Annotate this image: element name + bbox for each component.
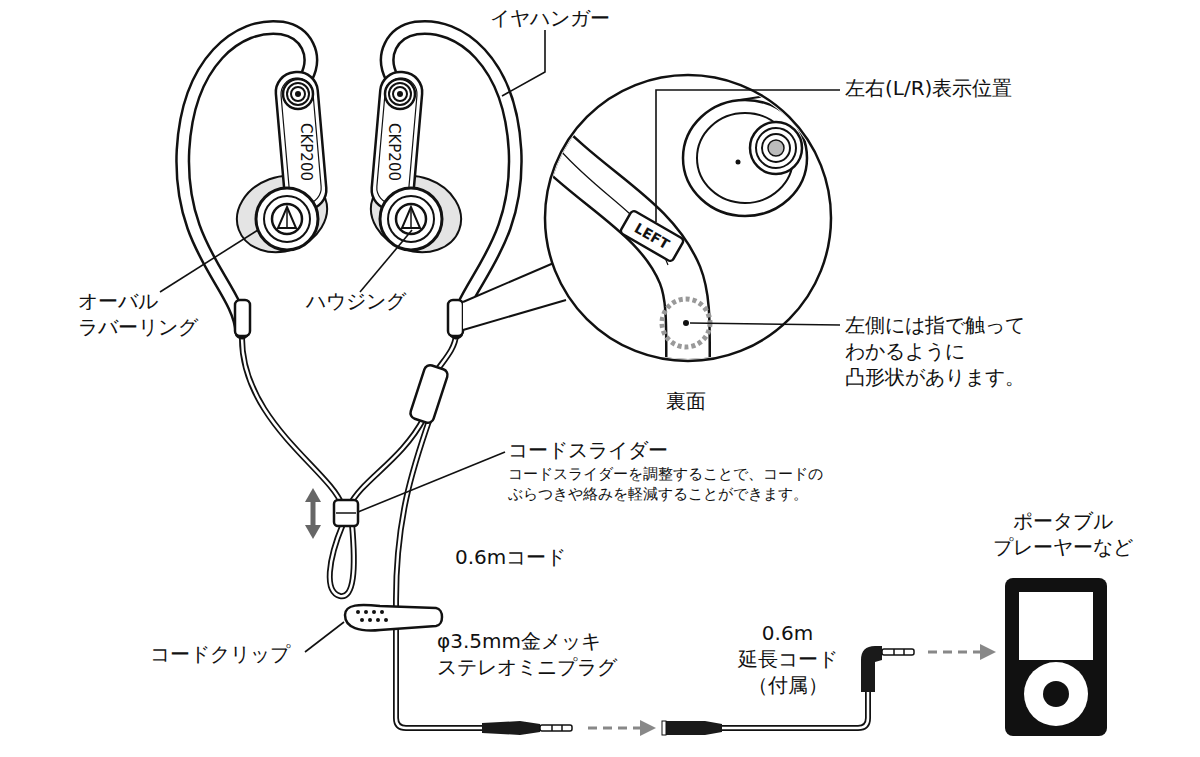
cord-splitter	[409, 364, 449, 425]
cord	[330, 524, 354, 596]
magnifier	[750, 122, 802, 174]
stereo-mini-plug	[540, 725, 572, 731]
magnifier	[535, 92, 807, 380]
dashed-arrow	[588, 727, 640, 730]
extension-cord	[861, 646, 882, 692]
cord-clip	[345, 605, 442, 631]
cord-splitter	[409, 364, 449, 425]
extension-cord	[662, 721, 666, 735]
cord-slider	[334, 500, 358, 526]
cord-clip	[345, 605, 442, 631]
extension-cord	[662, 721, 722, 735]
magnifier	[768, 140, 784, 156]
magnifier	[463, 300, 566, 330]
cord	[242, 335, 342, 505]
note-text: 左側には指で触って わかるように 凸形状があります。	[845, 312, 1050, 390]
part-label: 0.6mコード	[455, 544, 595, 570]
leader-line	[160, 30, 840, 652]
dashed-arrow	[928, 651, 980, 654]
stereo-mini-plug	[482, 721, 540, 735]
part-label: ハウジング	[306, 288, 436, 314]
slide-arrow	[305, 488, 321, 502]
leader-line	[160, 230, 258, 292]
stereo-mini-plug	[561, 725, 563, 731]
extension-cord	[893, 649, 895, 655]
leader-line	[656, 90, 840, 222]
part-label: コードスライダー	[508, 437, 708, 463]
cord-slider	[336, 512, 356, 514]
model-marking: CKP200	[386, 123, 401, 181]
cord	[436, 335, 456, 372]
leader-line	[360, 230, 412, 292]
leader-line	[502, 30, 545, 96]
slide-arrow	[311, 500, 316, 527]
portable-player	[1005, 578, 1107, 736]
leader-line	[305, 622, 344, 652]
part-label: イヤハンガー	[490, 5, 650, 31]
note-text: コードスライダーを調整することで、コードの ぶらつきや絡みを軽減することができま…	[508, 465, 873, 504]
leader-line	[690, 323, 840, 325]
magnifier	[683, 100, 807, 216]
magnifier	[683, 320, 689, 326]
part-label: ポータブル プレーヤーなど	[985, 508, 1140, 560]
magnifier	[463, 262, 566, 330]
view-label: 裏面	[666, 388, 726, 414]
slide-arrow	[305, 525, 321, 539]
cord-clip	[372, 610, 376, 614]
cord-clip	[364, 610, 368, 614]
leader-line	[358, 452, 505, 512]
part-label: 0.6m 延長コード （付属）	[730, 620, 845, 698]
magnifier	[463, 262, 556, 302]
cord-clip	[356, 610, 360, 614]
dashed-arrow	[640, 720, 656, 736]
dashed-arrow	[980, 644, 996, 660]
stereo-mini-plug	[551, 725, 553, 731]
magnifier	[620, 210, 685, 263]
cord	[242, 335, 342, 505]
part-label: φ3.5mm金メッキ ステレオミニプラグ	[437, 628, 637, 680]
cord	[436, 335, 456, 372]
magnifier	[535, 128, 688, 380]
magnifier	[740, 92, 790, 100]
cord-clip	[356, 610, 388, 622]
extension-cord	[903, 649, 905, 655]
magnifier	[736, 160, 741, 165]
slide-arrow	[305, 488, 321, 539]
cord-clip	[380, 610, 384, 614]
stereo-mini-plug	[482, 721, 572, 735]
cord-clip	[376, 618, 380, 622]
cord-slider	[334, 500, 358, 526]
extension-cord	[882, 649, 914, 655]
portable-player	[1043, 681, 1069, 707]
part-label: コードクリップ	[150, 641, 300, 667]
part-label: 左右(L/R)表示位置	[845, 75, 1085, 101]
magnifier	[463, 75, 831, 380]
dashed-arrow	[588, 720, 656, 736]
part-label: オーバル ラバーリング	[78, 288, 208, 340]
portable-player	[1005, 578, 1107, 736]
magnifier	[762, 134, 790, 162]
cord-clip	[384, 618, 388, 622]
model-marking: CKP200	[298, 123, 313, 181]
cord-clip	[360, 618, 364, 622]
cord-clip	[368, 618, 372, 622]
cord	[396, 418, 484, 728]
magnifier	[756, 128, 796, 168]
dashed-arrow	[928, 644, 996, 660]
cord	[330, 524, 354, 596]
portable-player	[1024, 662, 1088, 726]
cord	[396, 418, 484, 728]
portable-player	[1019, 592, 1093, 660]
magnifier	[535, 128, 688, 380]
